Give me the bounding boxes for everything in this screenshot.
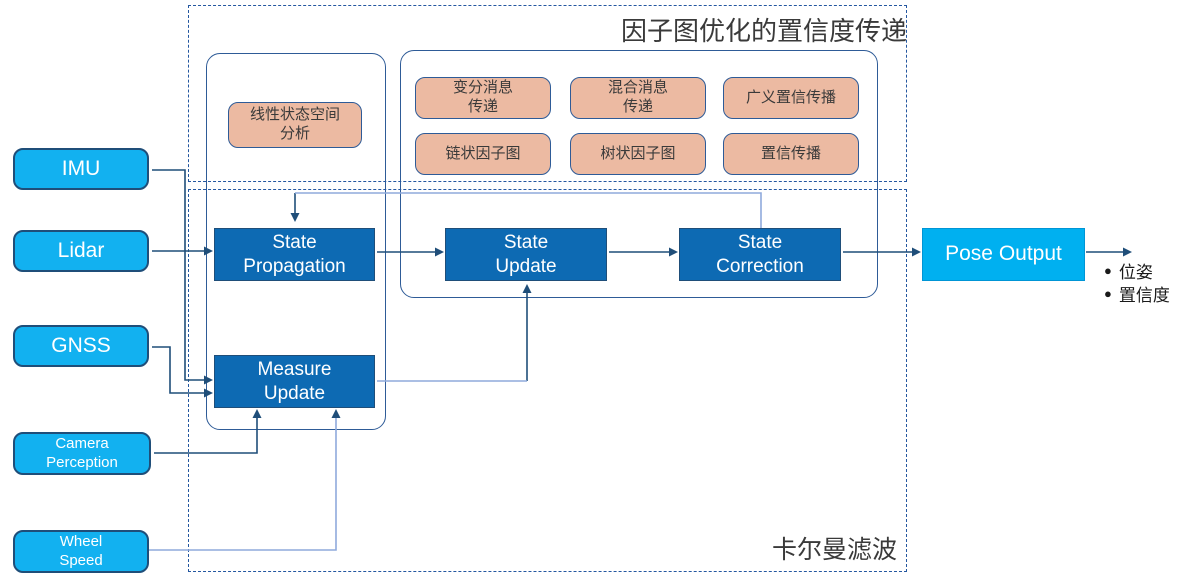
bullet-dot-icon: ●	[1104, 286, 1112, 301]
pose-output-box: Pose Output	[922, 228, 1085, 281]
method-linear-state-space-box: 线性状态空间 分析	[228, 102, 362, 148]
method-variational-message-box: 变分消息 传递	[415, 77, 551, 119]
output-item-label: 位姿	[1118, 263, 1153, 282]
input-wheel-speed-box: Wheel Speed	[13, 530, 149, 573]
output-bullet-list: ● 位姿 ● 置信度	[1104, 259, 1170, 305]
method-tree-factor-graph-box: 树状因子图	[570, 133, 706, 175]
method-chain-factor-graph-box: 链状因子图	[415, 133, 551, 175]
factor-graph-title: 因子图优化的置信度传递	[620, 16, 907, 46]
belief-propagation-container	[400, 50, 878, 298]
process-measure-update-box: Measure Update	[214, 355, 375, 408]
process-state-correction-box: State Correction	[679, 228, 841, 281]
process-state-update-box: State Update	[445, 228, 607, 281]
input-imu-box: IMU	[13, 148, 149, 190]
factor-graph-dashed-box	[188, 5, 907, 182]
process-state-propagation-box: State Propagation	[214, 228, 375, 281]
input-lidar-box: Lidar	[13, 230, 149, 272]
method-belief-propagation-box: 置信传播	[723, 133, 859, 175]
method-generalized-bp-box: 广义置信传播	[723, 77, 859, 119]
output-item-label: 置信度	[1118, 286, 1170, 305]
input-gnss-box: GNSS	[13, 325, 149, 367]
output-item-confidence: ● 置信度	[1104, 282, 1170, 305]
bullet-dot-icon: ●	[1104, 263, 1112, 278]
method-hybrid-message-box: 混合消息 传递	[570, 77, 706, 119]
input-camera-perception-box: Camera Perception	[13, 432, 151, 475]
output-item-pose: ● 位姿	[1104, 259, 1170, 282]
kalman-filter-title: 卡尔曼滤波	[771, 536, 897, 564]
